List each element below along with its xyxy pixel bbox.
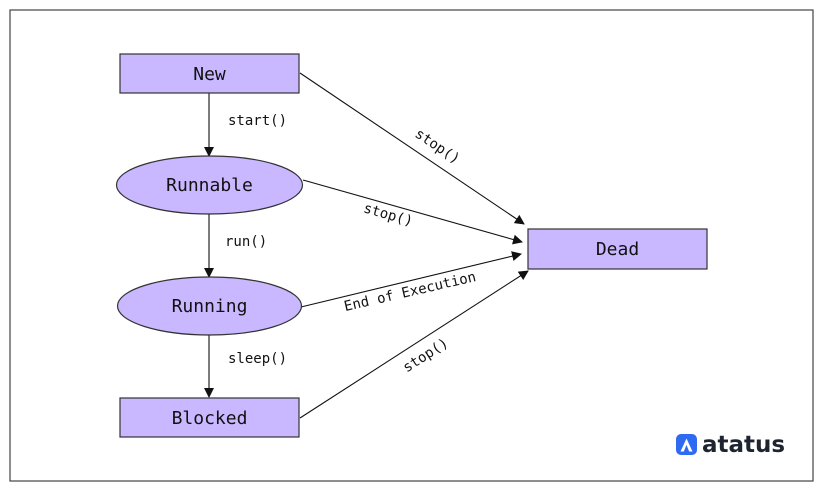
node-dead: Dead <box>527 228 708 270</box>
node-new-box <box>119 53 300 94</box>
edge-blocked-to-dead <box>299 270 529 419</box>
edge-running-to-dead <box>300 251 522 308</box>
node-running: Running <box>116 276 303 336</box>
node-blocked-box <box>119 397 300 438</box>
node-dead-label: Dead <box>596 239 639 260</box>
brand: atatus <box>676 432 785 458</box>
node-blocked-label: Blocked <box>172 408 248 429</box>
node-runnable-label: Runnable <box>166 175 253 196</box>
brand-name: atatus <box>702 432 785 458</box>
edge-new-to-dead <box>299 72 525 225</box>
edge-label-sleep: sleep() <box>228 351 287 367</box>
node-new: New <box>119 53 300 94</box>
diagram-frame <box>9 9 814 482</box>
node-runnable: Runnable <box>115 155 304 215</box>
edge-label-start: start() <box>228 113 287 129</box>
node-running-label: Running <box>172 296 248 317</box>
edges <box>204 72 529 419</box>
edge-label-runnable-stop: stop() <box>362 200 415 229</box>
edge-label-new-stop: stop() <box>412 126 463 168</box>
atatus-logo-icon <box>676 434 697 455</box>
edge-label-blocked-stop: stop() <box>400 335 451 376</box>
edge-runnable-to-dead <box>302 179 523 245</box>
node-new-label: New <box>193 64 226 85</box>
node-running-shape <box>116 276 303 336</box>
node-runnable-shape <box>115 155 304 215</box>
node-dead-box <box>527 228 708 270</box>
edge-label-run: run() <box>225 234 267 250</box>
node-blocked: Blocked <box>119 397 300 438</box>
